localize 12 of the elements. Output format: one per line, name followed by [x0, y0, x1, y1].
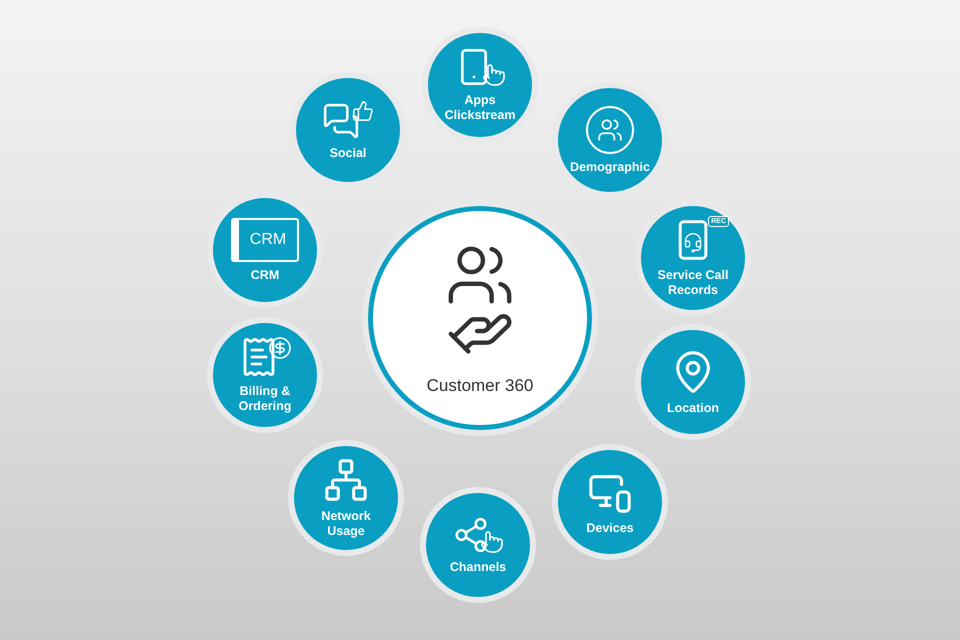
category-label: Channels [450, 560, 506, 574]
category-label: Billing & Ordering [238, 384, 292, 414]
category-label: Social [330, 146, 366, 160]
category-label: Network Usage [320, 509, 372, 539]
category-label: Demographic [570, 160, 650, 174]
category-label: Service Call Records [656, 268, 730, 298]
category-label: Location [666, 400, 720, 416]
category-label: CRM [250, 268, 280, 282]
center-label: Customer 360 [426, 376, 534, 396]
category-label: Apps Clickstream [444, 93, 516, 123]
crm-text: CRM [250, 230, 286, 248]
category-label: Devices [586, 520, 634, 536]
